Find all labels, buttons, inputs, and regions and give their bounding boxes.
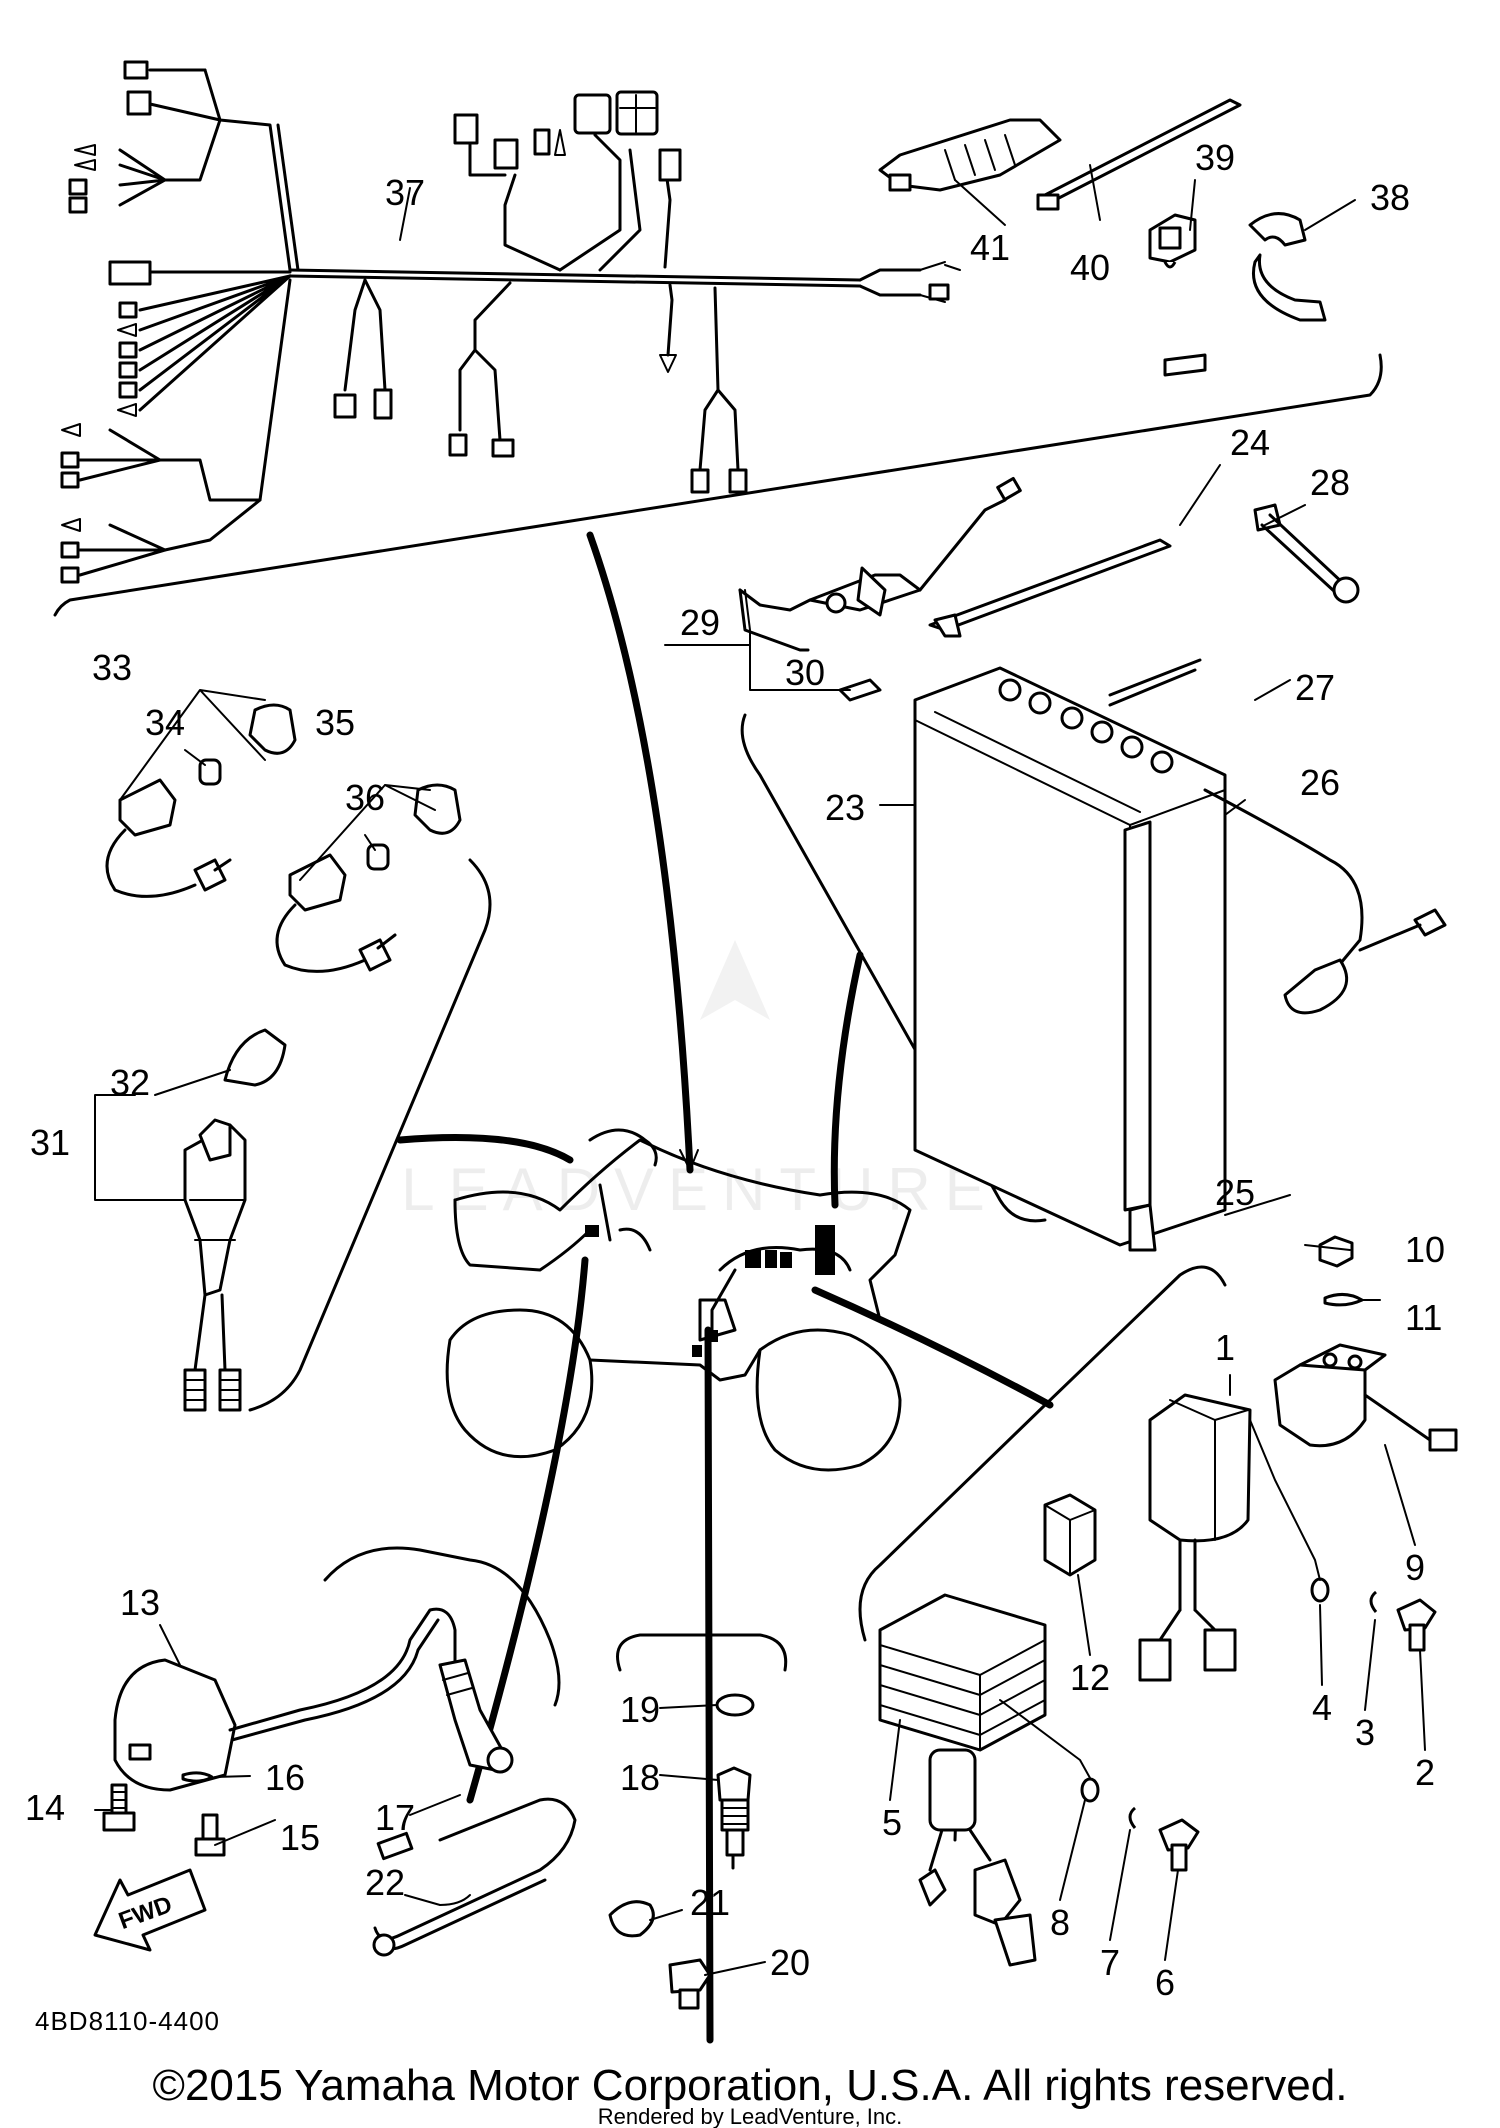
electrical-components-right: [858, 1235, 1458, 1967]
wire-harness-group: [53, 60, 1383, 617]
callout-31: 31: [30, 1122, 70, 1163]
callout-40: 40: [1070, 247, 1110, 288]
callout-6: 6: [1155, 1962, 1175, 2003]
callout-27: 27: [1295, 667, 1335, 708]
callout-21: 21: [690, 1882, 730, 1923]
callout-10: 10: [1405, 1229, 1445, 1270]
callout-2: 2: [1415, 1752, 1435, 1793]
callout-16: 16: [265, 1757, 305, 1798]
callout-32: 32: [110, 1062, 150, 1103]
harness-region-outline: [53, 353, 1383, 617]
callout-29: 29: [680, 602, 720, 643]
callout-17: 17: [375, 1797, 415, 1838]
callout-30: 30: [785, 652, 825, 693]
callout-20: 20: [770, 1942, 810, 1983]
drawing-code: 4BD8110-4400: [35, 2006, 220, 2036]
callout-36: 36: [345, 777, 385, 818]
callout-25: 25: [1215, 1172, 1255, 1213]
callout-38: 38: [1370, 177, 1410, 218]
copyright-notice: ©2015 Yamaha Motor Corporation, U.S.A. A…: [153, 2061, 1348, 2110]
spark-plug-parts: [608, 1633, 788, 2010]
callout-15: 15: [280, 1817, 320, 1858]
rendered-by-notice: Rendered by LeadVenture, Inc.: [598, 2104, 903, 2128]
fwd-arrow: FWD: [93, 1868, 207, 1952]
callout-41: 41: [970, 227, 1010, 268]
ignition-coil-parts: [102, 1546, 577, 1957]
battery-region: [738, 353, 1447, 1252]
callout-leaders: [94, 164, 1426, 1976]
callout-11: 11: [1405, 1297, 1442, 1338]
callout-37: 37: [385, 172, 425, 213]
callout-34: 34: [145, 702, 185, 743]
callout-13: 13: [120, 1582, 160, 1623]
callout-3: 3: [1355, 1712, 1375, 1753]
callout-4: 4: [1312, 1687, 1332, 1728]
callout-19: 19: [620, 1689, 660, 1730]
leader-lines: [396, 531, 1054, 2044]
callout-28: 28: [1310, 462, 1350, 503]
watermark: LEADVENTURE: [401, 940, 985, 1223]
callout-numbers: 1 2 3 4 5 6 7 8 9 10 11 12 13 14 15 16 1…: [25, 137, 1445, 2003]
callout-23: 23: [825, 787, 865, 828]
lamp-and-switch-parts: [105, 703, 492, 1412]
callout-5: 5: [882, 1802, 902, 1843]
callout-24: 24: [1230, 422, 1270, 463]
callout-12: 12: [1070, 1657, 1110, 1698]
callout-18: 18: [620, 1757, 660, 1798]
callout-14: 14: [25, 1787, 65, 1828]
callout-39: 39: [1195, 137, 1235, 178]
callout-8: 8: [1050, 1902, 1070, 1943]
callout-33: 33: [92, 647, 132, 688]
callout-26: 26: [1300, 762, 1340, 803]
vehicle-outline: [445, 1128, 912, 1472]
callout-35: 35: [315, 702, 355, 743]
callout-9: 9: [1405, 1547, 1425, 1588]
callout-22: 22: [365, 1862, 405, 1903]
callout-7: 7: [1100, 1942, 1120, 1983]
callout-1: 1: [1215, 1327, 1235, 1368]
ties-and-clamps: [878, 98, 1327, 322]
